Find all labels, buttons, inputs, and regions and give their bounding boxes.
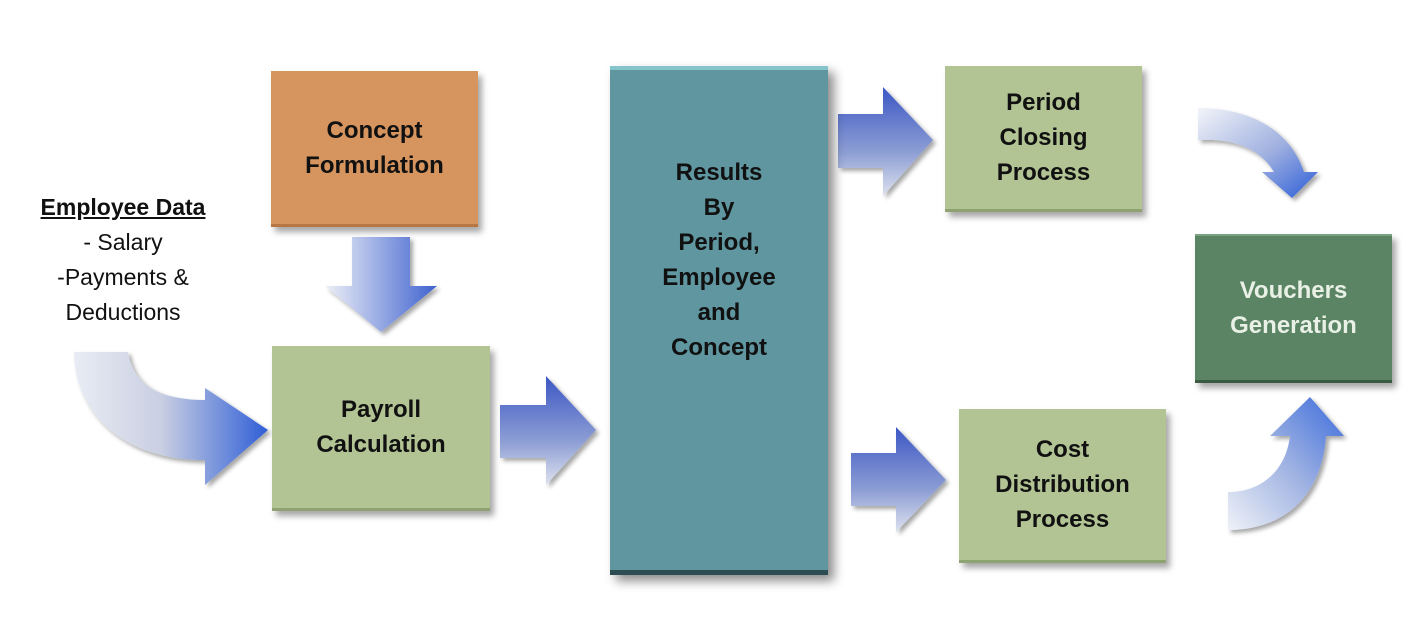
arrow-right-icon [851,427,946,532]
cost-distribution-label: Distribution [995,471,1130,498]
concept-formulation-box: Concept Formulation [271,71,478,227]
curved-arrow-in-icon [74,352,268,485]
employee-data-heading: Employee Data [40,194,206,220]
results-label: Results [675,159,763,186]
period-closing-box: Period Closing Process [945,66,1142,212]
results-box: Results By Period, Employee and Concept [610,66,828,575]
results-label: Employee [662,264,776,291]
results-label: and [697,299,741,326]
period-closing-label: Period [1006,89,1081,116]
cost-distribution-box: Cost Distribution Process [959,409,1166,563]
cost-distribution-label: Process [1015,506,1110,533]
employee-data-item: -Payments & [57,264,189,290]
payroll-calculation-label: Calculation [316,431,446,458]
results-label: By [703,194,735,221]
concept-formulation-label: Formulation [305,151,444,179]
arrow-right-icon [838,87,933,196]
vouchers-generation-label: Vouchers [1239,277,1348,304]
results-label: Period, [678,229,760,256]
period-closing-label: Process [996,159,1091,186]
employee-data-item: Deductions [65,299,181,325]
period-closing-label: Closing [999,124,1088,151]
employee-data-item: - Salary [83,229,163,255]
payroll-calculation-label: Payroll [340,396,422,423]
vouchers-generation-label: Generation [1230,312,1357,339]
payroll-calculation-box: Payroll Calculation [272,346,490,511]
curved-arrow-up-icon [1228,397,1344,530]
curved-arrow-down-icon [1198,108,1318,198]
arrow-down-icon [325,237,437,332]
results-label: Concept [670,334,767,361]
arrow-right-icon [500,376,596,485]
vouchers-generation-box: Vouchers Generation [1195,234,1392,383]
employee-data-block: Employee Data - Salary -Payments & Deduc… [18,190,228,330]
cost-distribution-label: Cost [1035,436,1090,463]
concept-formulation-label: Concept [326,116,423,144]
